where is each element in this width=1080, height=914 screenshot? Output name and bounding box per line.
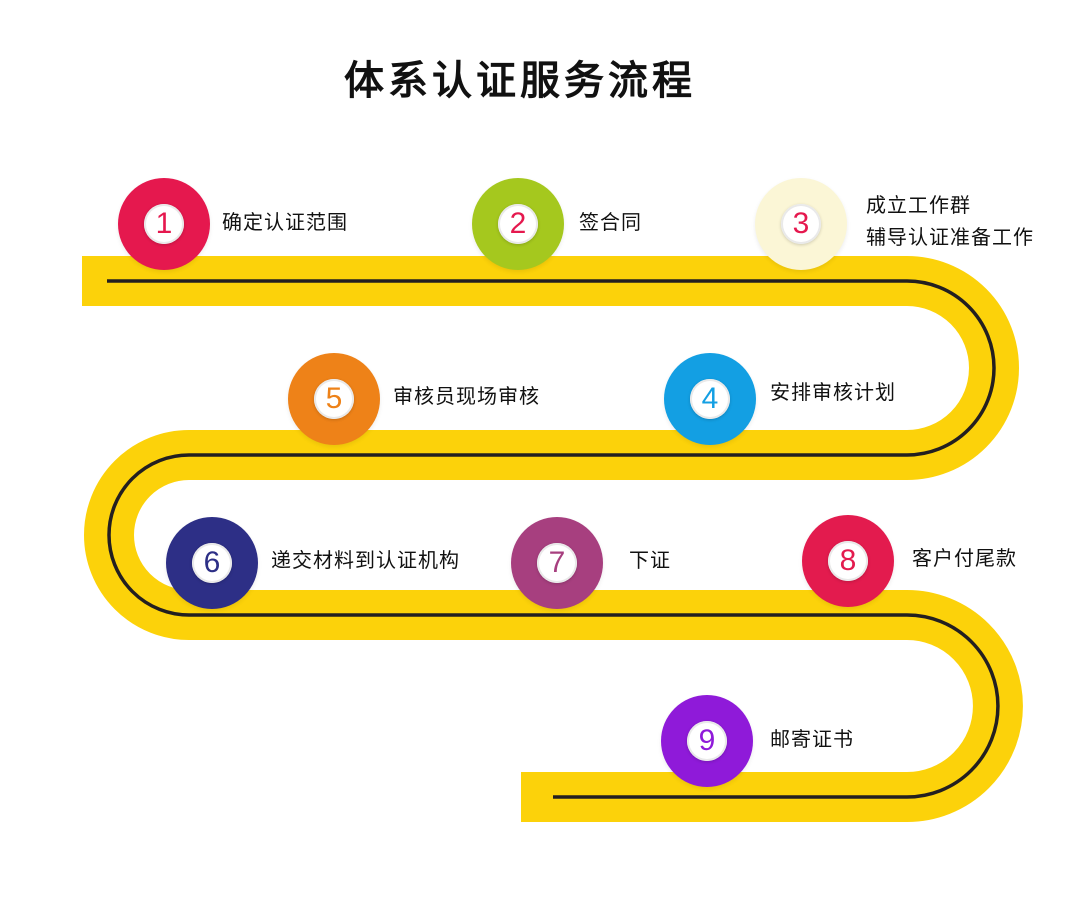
step-5-label: 审核员现场审核 xyxy=(393,384,540,408)
step-4-number: 4 xyxy=(690,379,730,419)
step-5-badge: 5 xyxy=(288,353,380,445)
step-7-label: 下证 xyxy=(629,548,671,572)
step-6-number: 6 xyxy=(192,543,232,583)
step-9-number: 9 xyxy=(687,721,727,761)
step-3-label-line1: 成立工作群 xyxy=(866,193,971,217)
step-4-label: 安排审核计划 xyxy=(770,380,896,404)
step-6-badge: 6 xyxy=(166,517,258,609)
step-8-label: 客户付尾款 xyxy=(912,546,1017,570)
step-5-number: 5 xyxy=(314,379,354,419)
step-3-number: 3 xyxy=(781,204,821,244)
step-3-badge: 3 xyxy=(755,178,847,270)
step-2-number: 2 xyxy=(498,204,538,244)
step-4-badge: 4 xyxy=(664,353,756,445)
step-1-number: 1 xyxy=(144,204,184,244)
step-9-badge: 9 xyxy=(661,695,753,787)
step-3-label-line2: 辅导认证准备工作 xyxy=(866,225,1034,249)
step-2-badge: 2 xyxy=(472,178,564,270)
diagram-title: 体系认证服务流程 xyxy=(344,58,696,104)
step-7-badge: 7 xyxy=(511,517,603,609)
step-6-label: 递交材料到认证机构 xyxy=(271,548,460,572)
step-1-label: 确定认证范围 xyxy=(222,210,348,234)
step-7-number: 7 xyxy=(537,543,577,583)
step-9-label: 邮寄证书 xyxy=(770,727,854,751)
step-1-badge: 1 xyxy=(118,178,210,270)
road-centerline xyxy=(107,279,1000,799)
step-8-number: 8 xyxy=(828,541,868,581)
step-2-label: 签合同 xyxy=(579,210,642,234)
step-8-badge: 8 xyxy=(802,515,894,607)
